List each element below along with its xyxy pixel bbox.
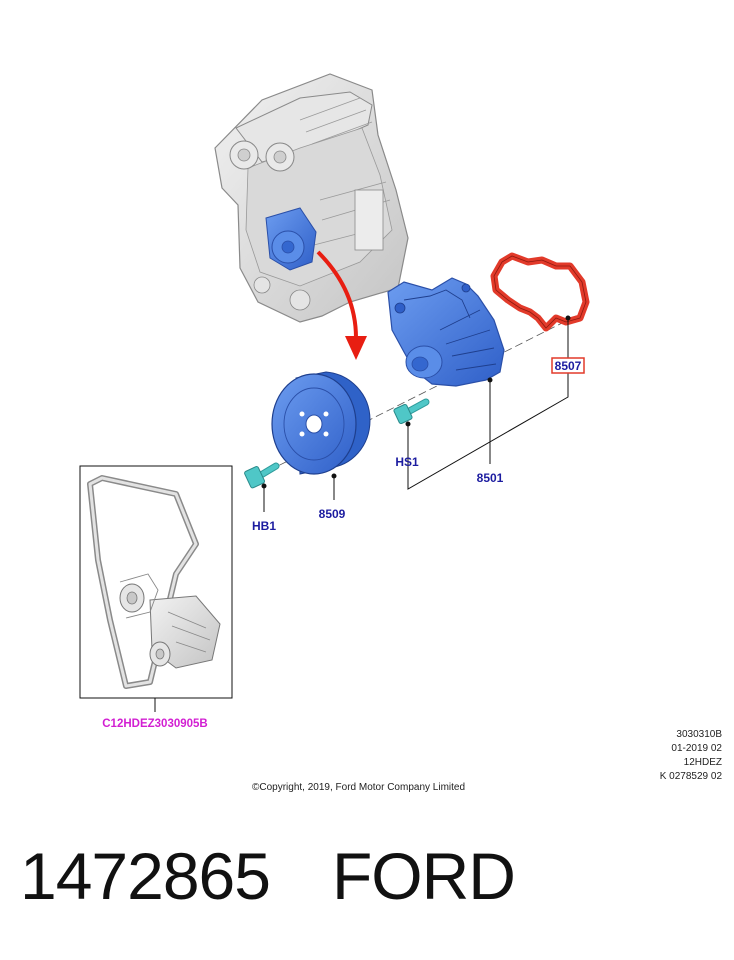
copyright-notice: ©Copyright, 2019, Ford Motor Company Lim… xyxy=(252,782,466,793)
belt-routing-inset xyxy=(79,465,233,699)
callout-8507[interactable]: 8507 xyxy=(555,359,582,373)
meta-line: 01-2019 02 xyxy=(671,743,722,754)
callout-8501[interactable]: 8501 xyxy=(477,471,504,485)
meta-line: K 0278529 02 xyxy=(659,771,722,782)
inset-reference-link[interactable]: C12HDEZ3030905B xyxy=(102,718,207,730)
brand-name: FORD xyxy=(331,839,516,913)
drawing-metadata: 3030310B 01-2019 02 12HDEZ K 0278529 02 xyxy=(602,728,722,784)
callout-hs1[interactable]: HS1 xyxy=(395,455,419,469)
gasket-8507-illustration xyxy=(490,252,590,332)
pump-pulley-8509-illustration xyxy=(271,371,371,475)
gasket-callout-box xyxy=(551,357,585,374)
callout-8509[interactable]: 8509 xyxy=(319,507,346,521)
callout-hb1[interactable]: HB1 xyxy=(252,519,276,533)
bolt-hs1-illustration xyxy=(393,398,430,425)
bolt-hb1-illustration xyxy=(244,462,280,489)
water-pump-8501-illustration xyxy=(387,277,505,387)
removal-direction-arrow xyxy=(316,250,367,360)
engine-block-illustration xyxy=(214,73,409,323)
meta-line: 12HDEZ xyxy=(683,757,722,768)
part-number: 1472865 xyxy=(20,839,271,913)
part-caption: 1472865 FORD xyxy=(20,838,516,918)
meta-line: 3030310B xyxy=(676,729,722,740)
